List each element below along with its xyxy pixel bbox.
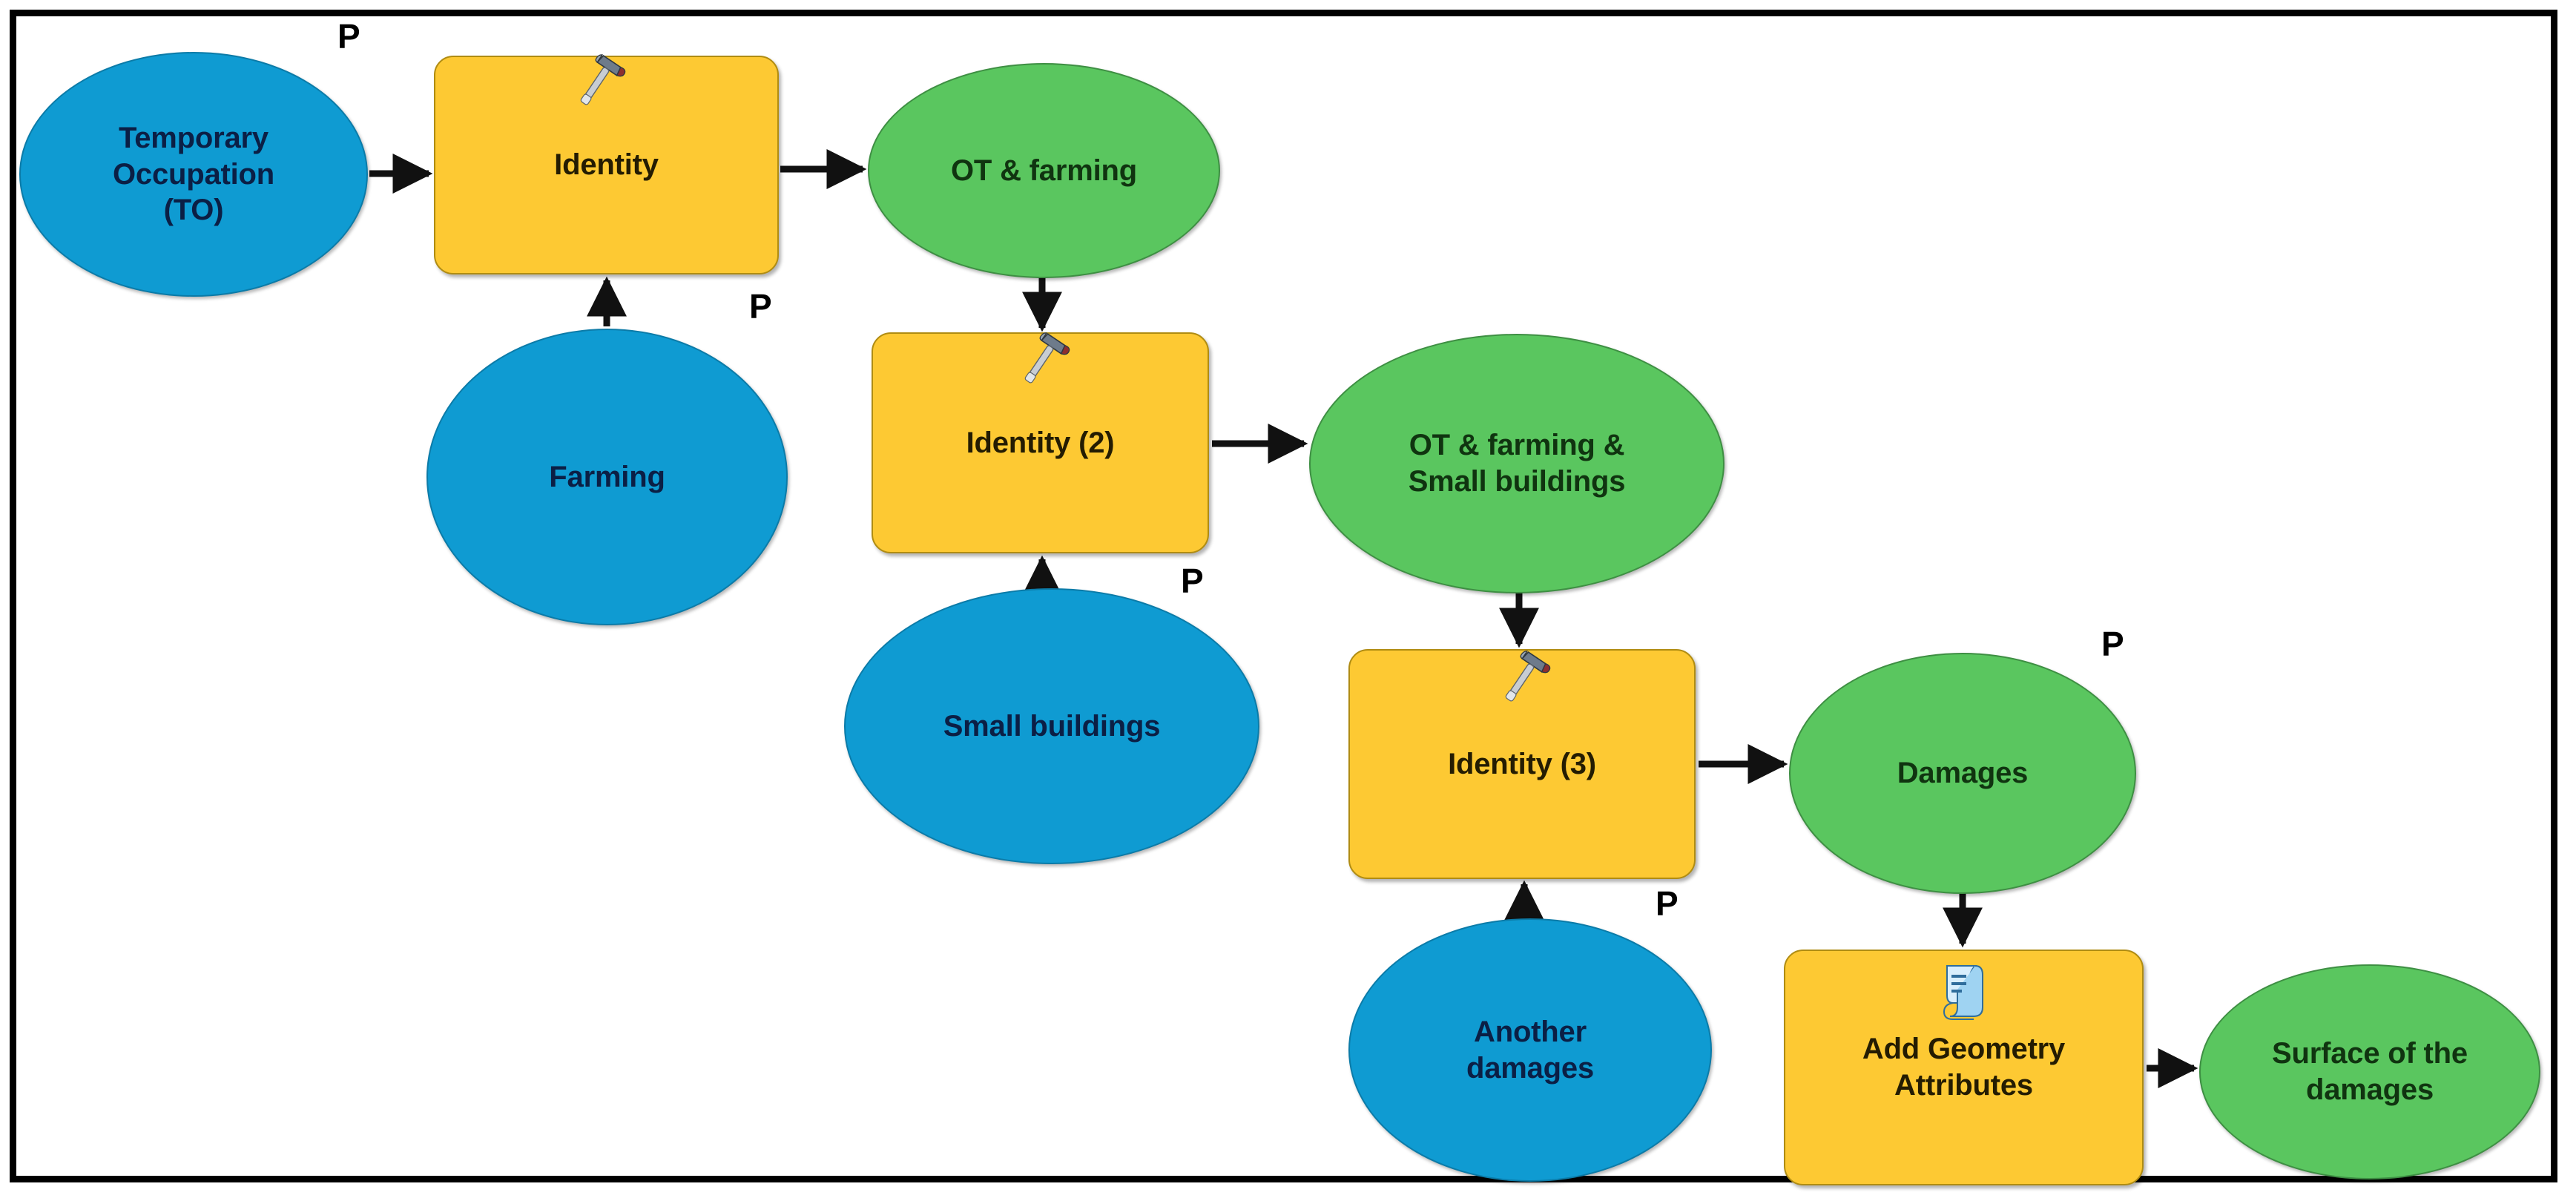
table-script-icon xyxy=(1943,965,1983,1020)
node-label: OT & farming & Small buildings xyxy=(1408,429,1626,498)
precondition-marker-identity-2: P xyxy=(1181,562,1204,600)
node-label: Small buildings xyxy=(943,709,1161,743)
node-damages[interactable]: Damages xyxy=(1789,653,2136,894)
node-another-damages[interactable]: Another damages xyxy=(1348,918,1712,1182)
precondition-marker-identity: P xyxy=(337,17,360,56)
node-identity-2[interactable]: Identity (2) xyxy=(872,332,1209,553)
node-label: Add Geometry Attributes xyxy=(1862,1033,2066,1102)
precondition-marker-identity-3: P xyxy=(1656,884,1679,923)
hammer-icon xyxy=(1505,651,1551,702)
node-label: Identity xyxy=(554,148,659,182)
node-label: Identity (2) xyxy=(966,426,1115,459)
precondition-marker-farming: P xyxy=(749,287,772,326)
node-label: OT & farming xyxy=(951,154,1137,187)
node-label: Farming xyxy=(549,460,665,493)
node-surface-of-the-damages[interactable]: Surface of the damages xyxy=(2199,964,2540,1179)
node-label: Damages xyxy=(1897,757,2029,790)
node-identity-3[interactable]: Identity (3) xyxy=(1348,649,1696,879)
node-label: Identity (3) xyxy=(1448,747,1596,780)
node-ot-farming[interactable]: OT & farming xyxy=(868,63,1220,278)
precondition-marker-damages: P xyxy=(2101,625,2124,663)
node-add-geometry-attributes[interactable]: Add Geometry Attributes xyxy=(1784,950,2144,1185)
node-label: Another damages xyxy=(1466,1015,1595,1085)
node-small-buildings[interactable]: Small buildings xyxy=(844,588,1259,864)
diagram-frame-border xyxy=(10,10,2557,1182)
node-label: Surface of the damages xyxy=(2272,1037,2468,1106)
node-temporary-occupation[interactable]: Temporary Occupation (TO) xyxy=(19,52,368,297)
node-label: Temporary Occupation (TO) xyxy=(112,121,275,227)
node-farming[interactable]: Farming xyxy=(426,329,788,625)
hammer-icon xyxy=(580,54,626,105)
node-ot-farming-small-buildings[interactable]: OT & farming & Small buildings xyxy=(1309,334,1725,593)
node-identity[interactable]: Identity xyxy=(434,54,779,274)
hammer-icon xyxy=(1024,332,1070,384)
